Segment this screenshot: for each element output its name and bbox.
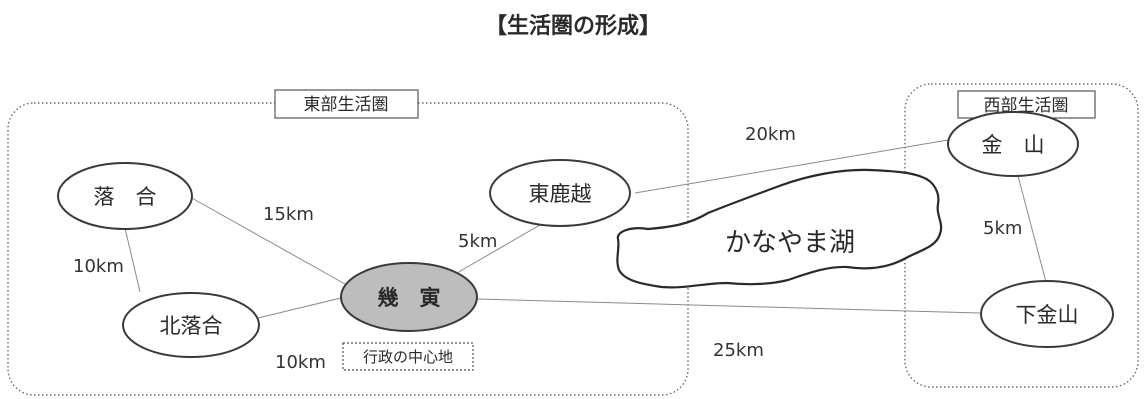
distance-label: 10km: [73, 256, 124, 277]
distance-label: 20km: [745, 124, 796, 145]
diagram-title: 【生活圏の形成】: [485, 14, 661, 39]
distance-label: 25km: [713, 340, 764, 361]
node-higashishikagoe-label: 東鹿越: [529, 182, 592, 206]
node-kanayama: [947, 111, 1079, 177]
admin-center-note: 行政の中心地: [363, 348, 453, 366]
distance-label: 10km: [275, 352, 326, 373]
node-kitaochiai-label: 北落合: [160, 314, 223, 338]
east-zone-label: 東部生活圏: [304, 95, 389, 115]
east-zone-label-box: [274, 89, 419, 119]
link-kitaochiai-ikutora: [257, 296, 346, 319]
distance-label: 5km: [458, 231, 497, 252]
link-ochiai-ikutora: [189, 196, 346, 285]
node-ochiai: [57, 162, 193, 230]
link-ochiai-kitaochiai: [124, 227, 141, 293]
node-shimokanayama: [980, 280, 1114, 348]
node-ochiai-label: 落 合: [94, 185, 157, 209]
lake-label: かなやま湖: [725, 228, 855, 258]
lake-shape: [616, 168, 943, 289]
node-shimokanayama-label: 下金山: [1016, 303, 1079, 327]
distance-label: 15km: [263, 204, 314, 225]
admin-center-note-box: [342, 342, 474, 371]
node-kanayama-label: 金 山: [982, 133, 1045, 157]
distance-label: 5km: [983, 218, 1022, 239]
link-ikutora-higashishikagoe: [449, 217, 553, 278]
node-higashishikagoe: [489, 159, 631, 227]
west-zone-label: 西部生活圏: [984, 96, 1069, 116]
node-ikutora: [340, 262, 478, 332]
link-higashishikagoe-kanayama: [634, 139, 949, 194]
node-kitaochiai: [122, 292, 260, 358]
node-ikutora-label: 幾 寅: [378, 286, 441, 310]
link-ikutora-shimokanayama: [477, 298, 981, 314]
link-kanayama-shimokanayama: [1016, 171, 1048, 287]
